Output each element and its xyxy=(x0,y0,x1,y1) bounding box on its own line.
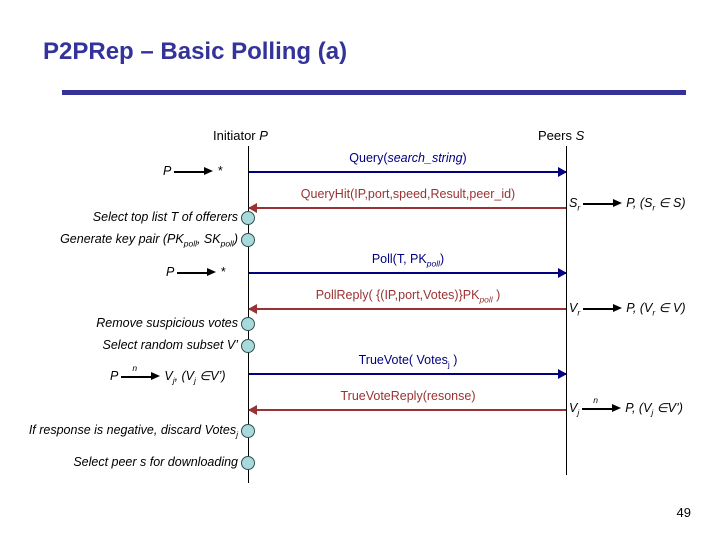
arrowhead-right-icon xyxy=(558,167,567,177)
annotation-prefix: Generate key pair (PK xyxy=(60,232,184,246)
query-label-param: search_string xyxy=(387,151,463,165)
true-vote-label-prefix: TrueVote( Votes xyxy=(358,353,448,367)
lifeline-node-marker xyxy=(241,424,255,438)
message-label-true-vote-reply: TrueVoteReply(resonse) xyxy=(340,389,476,403)
lifeline-node-marker xyxy=(241,317,255,331)
annotation-prefix: If response is negative, discard Votes xyxy=(28,423,237,437)
notation-from-s: S xyxy=(569,196,578,210)
notation-to-p: P, (S xyxy=(626,196,653,210)
arrowhead-right-icon xyxy=(558,268,567,278)
lifeline-node-marker xyxy=(241,456,255,470)
message-arrow-poll-reply xyxy=(248,304,566,314)
poll-label-sub: poll xyxy=(426,258,440,269)
notation-from-p: P xyxy=(163,164,172,178)
notation-from-v: V xyxy=(569,301,578,315)
notation-to-p-sub: r xyxy=(652,202,656,213)
notation-to-p-sub: j xyxy=(651,407,654,418)
query-label-suffix: ) xyxy=(462,151,467,165)
message-arrow-true-vote xyxy=(249,369,567,379)
column-header-peers: Peers S xyxy=(538,128,584,143)
notation-to-tail-end: ∈V’) xyxy=(195,369,226,383)
notation-p-to-star-query: P* xyxy=(163,164,222,178)
message-label-true-vote: TrueVote( Votesj ) xyxy=(249,353,567,370)
notation-to-star: * xyxy=(220,265,226,279)
true-vote-label-sub: j xyxy=(447,359,450,370)
message-arrow-poll xyxy=(249,268,567,278)
arrow-right-icon xyxy=(174,167,214,176)
column-header-peers-text: Peers xyxy=(538,128,576,143)
arrow-right-icon xyxy=(177,268,217,277)
notation-to-v: V xyxy=(164,369,173,383)
title-divider xyxy=(62,90,686,95)
lifeline-peers xyxy=(566,146,567,475)
arrow-right-icon: n xyxy=(582,395,622,413)
message-label-poll-reply: PollReply( {(IP,port,Votes)}PKpoll ) xyxy=(249,288,567,305)
arrow-right-icon: n xyxy=(121,363,161,381)
annotation-select-random-subset: Select random subset V’ xyxy=(102,338,239,352)
notation-to-tail-sub: j xyxy=(194,375,196,386)
notation-to-p-tail: ∈V’) xyxy=(653,401,683,415)
poll-reply-label-prefix: PollReply( {(IP,port,Votes)}PK xyxy=(315,288,480,302)
column-header-initiator-symbol: P xyxy=(259,128,268,143)
annotation-generate-key-pair: Generate key pair (PKpoll, SKpoll) xyxy=(0,232,238,249)
notation-from-s-sub: r xyxy=(577,202,581,213)
page-number: 49 xyxy=(676,505,691,520)
poll-label-suffix: ) xyxy=(439,252,445,266)
query-label-prefix: Query( xyxy=(349,151,388,165)
notation-from-v-sub: r xyxy=(577,307,581,318)
arrow-right-icon xyxy=(583,199,623,208)
notation-from-v: V xyxy=(569,401,578,415)
arrowhead-left-icon xyxy=(248,304,257,314)
page-title: P2PRep – Basic Polling (a) xyxy=(43,38,348,65)
arrowhead-left-icon xyxy=(248,203,257,213)
notation-to-p-tail: ∈ V) xyxy=(655,301,686,315)
lifeline-node-marker xyxy=(241,339,255,353)
annotation-sub-pk: poll xyxy=(183,238,197,249)
notation-from-v-sub: j xyxy=(577,407,580,418)
poll-reply-label-suffix: ) xyxy=(492,288,501,302)
annotation-suffix: ) xyxy=(233,232,238,246)
notation-to-p-sub: r xyxy=(652,307,656,318)
notation-to-star: * xyxy=(217,164,223,178)
arrow-superscript-n: n xyxy=(132,363,138,374)
lifeline-node-marker xyxy=(241,211,255,225)
notation-to-p: P, (V xyxy=(625,401,652,415)
message-label-query: Query(search_string) xyxy=(249,151,567,165)
arrow-superscript-n: n xyxy=(593,395,598,406)
message-arrow-query-hit xyxy=(248,203,566,213)
column-header-initiator: Initiator P xyxy=(213,128,268,143)
notation-from-p: P xyxy=(166,265,175,279)
annotation-discard-votes: If response is negative, discard Votesj xyxy=(0,423,238,440)
annotation-select-peer-download: Select peer s for downloading xyxy=(73,455,238,469)
message-arrow-true-vote-reply xyxy=(248,405,566,415)
column-header-initiator-text: Initiator xyxy=(213,128,260,143)
notation-to-p-tail: ∈ S) xyxy=(655,196,686,210)
lifeline-node-marker xyxy=(241,233,255,247)
poll-reply-label-sub: poll xyxy=(479,294,493,305)
notation-to-v-sub: j xyxy=(172,375,175,386)
arrowhead-left-icon xyxy=(248,405,257,415)
poll-label-prefix: Poll(T, PK xyxy=(371,252,427,266)
annotation-mid: , SK xyxy=(196,232,221,246)
annotation-sub-j: j xyxy=(236,429,238,440)
notation-from-p: P xyxy=(110,369,119,383)
notation-p-to-star-poll: P* xyxy=(166,265,225,279)
annotation-select-top-list: Select top list T of offerers xyxy=(92,210,238,224)
annotation-remove-suspicious-votes: Remove suspicious votes xyxy=(96,316,238,330)
notation-to-tail: , (V xyxy=(174,369,195,383)
arrow-right-icon xyxy=(583,304,623,313)
notation-to-p: P, (V xyxy=(626,301,653,315)
annotation-sub-sk: poll xyxy=(220,238,234,249)
arrowhead-right-icon xyxy=(558,369,567,379)
message-label-poll: Poll(T, PKpoll) xyxy=(249,252,567,269)
message-label-query-hit: QueryHit(IP,port,speed,Result,peer_id) xyxy=(300,187,516,201)
true-vote-label-suffix: ) xyxy=(449,353,458,367)
message-arrow-query xyxy=(249,167,567,177)
column-header-peers-symbol: S xyxy=(575,128,585,143)
lifeline-initiator xyxy=(248,146,249,483)
